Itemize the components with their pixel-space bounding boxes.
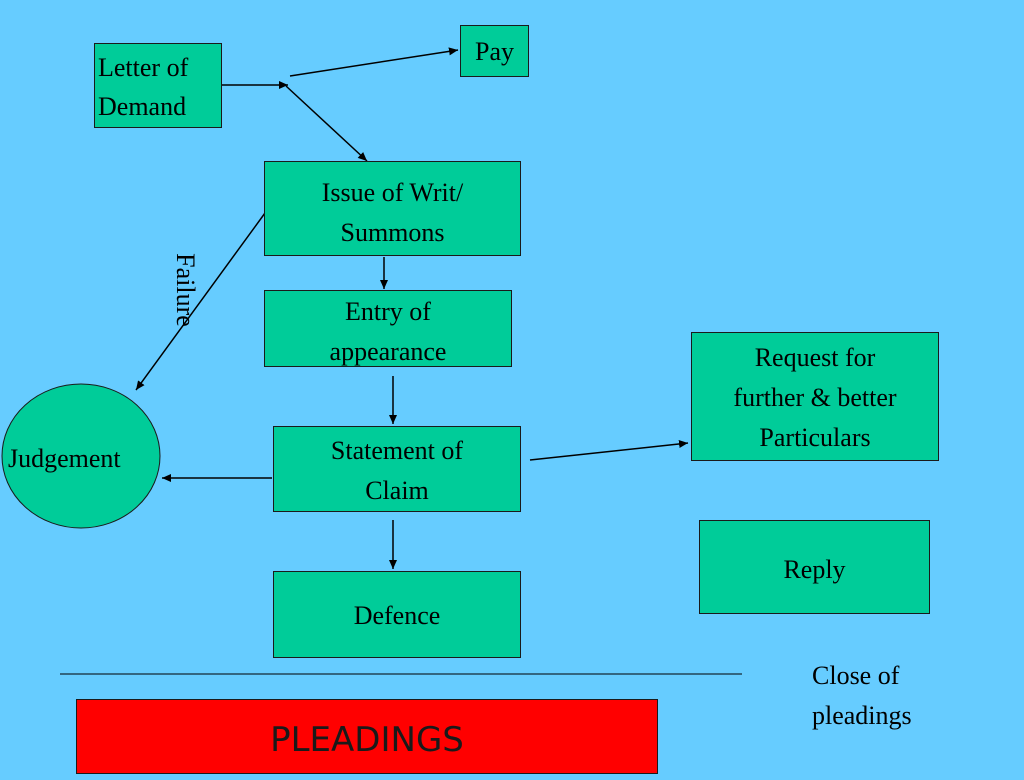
reply-label: Reply bbox=[783, 555, 846, 584]
pleadings-banner-label: PLEADINGS bbox=[270, 720, 464, 760]
close-of-pleadings-line2: pleadings bbox=[812, 701, 912, 730]
letter-of-demand-box: Letter of Demand bbox=[94, 43, 222, 128]
issue-of-writ-line2: Summons bbox=[340, 218, 445, 247]
defence-box: Defence bbox=[273, 571, 521, 658]
request-particulars-box: Request for further & better Particulars bbox=[691, 332, 939, 461]
issue-of-writ-line1: Issue of Writ/ bbox=[321, 178, 464, 207]
pay-box: Pay bbox=[460, 25, 529, 77]
arrow-demand-to-pay bbox=[289, 47, 459, 77]
entry-of-appearance-line1: Entry of bbox=[345, 297, 431, 326]
letter-of-demand-line2: Demand bbox=[98, 92, 187, 121]
statement-of-claim-line1: Statement of bbox=[330, 436, 464, 465]
judgement-label: Judgement bbox=[8, 444, 121, 473]
pleadings-banner: PLEADINGS bbox=[76, 699, 658, 774]
pay-label: Pay bbox=[475, 37, 514, 66]
entry-of-appearance-box: Entry of appearance bbox=[264, 290, 512, 367]
entry-of-appearance-line2: appearance bbox=[329, 337, 447, 366]
judgement-circle bbox=[1, 383, 161, 529]
letter-of-demand-line1: Letter of bbox=[98, 53, 189, 82]
arrow-failure-to-judgement bbox=[135, 212, 266, 391]
statement-of-claim-box: Statement of Claim bbox=[273, 426, 521, 512]
request-particulars-line1: Request for bbox=[754, 343, 876, 372]
statement-of-claim-line2: Claim bbox=[365, 476, 429, 505]
arrow-claim-to-request bbox=[529, 439, 689, 461]
failure-label: Failure bbox=[171, 253, 200, 327]
arrow-demand-to-writ bbox=[285, 85, 368, 162]
defence-label: Defence bbox=[353, 601, 441, 630]
request-particulars-line3: Particulars bbox=[759, 423, 871, 452]
issue-of-writ-box: Issue of Writ/ Summons bbox=[264, 161, 521, 256]
reply-box: Reply bbox=[699, 520, 930, 614]
request-particulars-line2: further & better bbox=[733, 383, 897, 412]
close-of-pleadings-label: Close of pleadings bbox=[812, 656, 912, 736]
close-of-pleadings-line1: Close of bbox=[812, 661, 900, 690]
